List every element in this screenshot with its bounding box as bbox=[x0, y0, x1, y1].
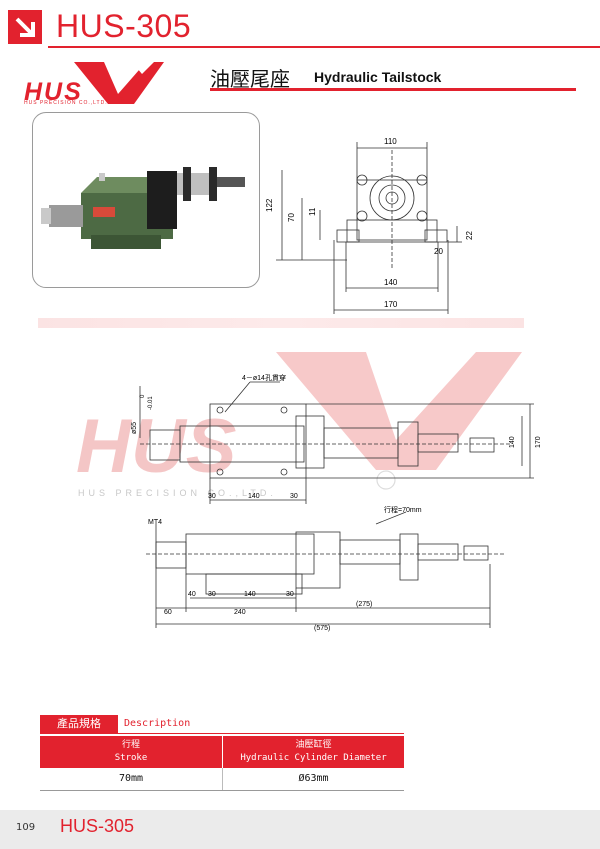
dim-tol-upper: 0 bbox=[140, 394, 146, 398]
dim-a30: 30 bbox=[208, 493, 216, 500]
dim-a30b: 30 bbox=[290, 493, 298, 500]
spec-bottom-rule bbox=[40, 790, 404, 791]
dim-d30: 30 bbox=[208, 591, 216, 598]
taper-label: MT4 bbox=[148, 519, 162, 526]
brand-logo: HUS bbox=[24, 78, 83, 106]
side-view-drawing: ø55 0 -0.01 4－ø14孔貫穿 30 140 30 140 170 bbox=[131, 373, 542, 504]
dim-20: 20 bbox=[434, 247, 443, 256]
section-title-en: Hydraulic Tailstock bbox=[314, 69, 442, 85]
hole-note: 4－ø14孔貫穿 bbox=[242, 373, 286, 382]
section-title-cn: 油壓尾座 bbox=[210, 67, 290, 91]
product-photo bbox=[32, 112, 260, 288]
spec-header-diameter-cn: 油壓缸徑 bbox=[295, 740, 332, 750]
header-bar bbox=[0, 6, 600, 44]
dim-170: 170 bbox=[384, 300, 398, 309]
brand-subtitle: HUS PRECISION CO.,LTD. bbox=[24, 100, 108, 106]
spec-value-diameter: Ø63mm bbox=[298, 773, 329, 784]
page-number: 109 bbox=[16, 822, 36, 833]
brand-v-mark-icon bbox=[74, 62, 164, 104]
spec-header-stroke-cn: 行程 bbox=[121, 740, 140, 750]
dim-v140: 140 bbox=[509, 436, 516, 448]
dim-d575: (575) bbox=[314, 625, 330, 632]
spec-header-diameter-en: Hydraulic Cylinder Diameter bbox=[240, 753, 387, 763]
dim-22: 22 bbox=[465, 231, 474, 240]
top-view-drawing: 110 122 70 11 22 20 140 170 bbox=[265, 137, 474, 314]
dim-70: 70 bbox=[287, 213, 296, 222]
dim-11: 11 bbox=[308, 207, 317, 216]
spec-table-header: 行程 Stroke 油壓缸徑 Hydraulic Cylinder Diamet… bbox=[40, 736, 404, 768]
section-rule bbox=[210, 88, 576, 91]
dim-d40: 40 bbox=[188, 591, 196, 598]
dim-v170: 170 bbox=[535, 436, 542, 448]
spec-top-rule bbox=[40, 733, 404, 734]
spec-value-stroke: 70mm bbox=[118, 773, 144, 784]
tailstock-photo-icon bbox=[41, 167, 245, 249]
arrow-down-right-icon bbox=[15, 17, 35, 37]
dim-d30b: 30 bbox=[286, 591, 294, 598]
stroke-note: 行程=70mm bbox=[384, 505, 422, 514]
dim-d275: (275) bbox=[356, 601, 372, 608]
dim-d60: 60 bbox=[164, 609, 172, 616]
spec-header-stroke: 行程 Stroke bbox=[40, 736, 222, 768]
watermark-text: HUS PRECISION CO.,LTD. bbox=[78, 488, 277, 498]
spec-label-cn: 產品規格 bbox=[40, 715, 118, 733]
registered-mark: ® bbox=[117, 96, 125, 105]
front-view-drawing: MT4 行程=70mm 40 30 140 30 60 240 (275) (5… bbox=[146, 505, 506, 632]
header-arrow-box bbox=[8, 10, 42, 44]
spec-row-divider bbox=[222, 768, 223, 790]
dim-tol-lower: -0.01 bbox=[148, 396, 154, 410]
dim-d140: 140 bbox=[244, 591, 256, 598]
dim-110: 110 bbox=[384, 137, 397, 146]
dim-140: 140 bbox=[384, 278, 398, 287]
dim-122: 122 bbox=[265, 198, 274, 212]
dim-dia55: ø55 bbox=[131, 422, 138, 434]
spec-header-divider bbox=[222, 736, 223, 768]
footer-bar bbox=[0, 810, 600, 849]
dim-d240: 240 bbox=[234, 609, 246, 616]
spec-label-en: Description bbox=[124, 718, 191, 729]
spec-header-stroke-en: Stroke bbox=[114, 753, 148, 763]
footer-title: HUS-305 bbox=[60, 816, 135, 836]
header-rule bbox=[48, 46, 600, 48]
page-title: HUS-305 bbox=[56, 8, 192, 44]
spec-header-diameter: 油壓缸徑 Hydraulic Cylinder Diameter bbox=[223, 736, 404, 768]
divider-fade bbox=[38, 318, 524, 328]
dim-a140: 140 bbox=[248, 493, 260, 500]
